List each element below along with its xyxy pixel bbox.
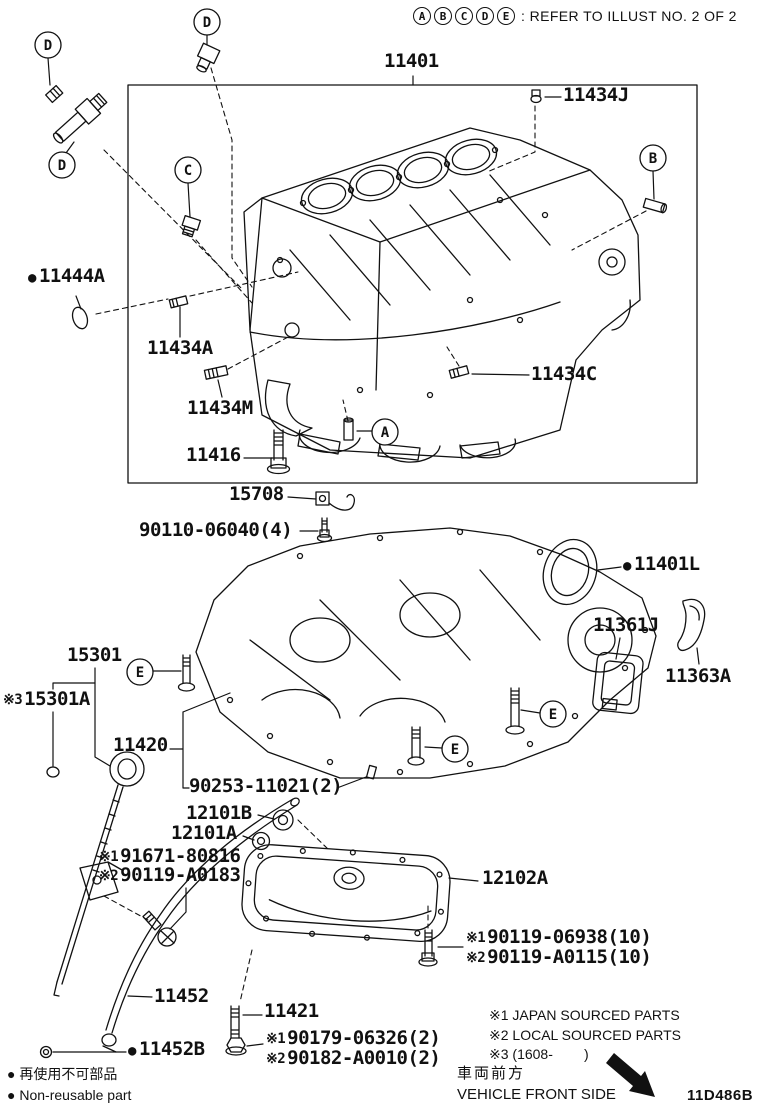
svg-text:D: D xyxy=(44,38,52,54)
part-label-12102A: 12102A xyxy=(482,867,548,889)
engine-sensor-parts xyxy=(45,42,221,238)
leader-lines xyxy=(47,34,700,1053)
bolts xyxy=(142,429,525,1056)
seals-and-grommets xyxy=(39,306,294,1059)
part-label-12101A: 12101A xyxy=(171,822,237,844)
oil-pan-lower-drawing xyxy=(241,844,451,943)
callout-A: A xyxy=(371,418,399,446)
pins-and-studs xyxy=(168,89,668,780)
callout-E: E xyxy=(441,735,469,763)
oil-pan-upper-drawing xyxy=(195,527,657,779)
svg-text:D: D xyxy=(58,158,66,174)
non-reusable-bullet: ● xyxy=(623,558,631,574)
part-label-11434C: 11434C xyxy=(531,363,597,385)
part-label-11434J: 11434J xyxy=(563,84,629,106)
callout-A-legend: A xyxy=(413,7,431,25)
part-label-11420: 11420 xyxy=(113,734,168,756)
part-label-11401L: ●11401L xyxy=(623,553,700,575)
callout-E: E xyxy=(126,658,154,686)
callout-D: D xyxy=(193,8,221,36)
callout-E-legend: E xyxy=(497,7,515,25)
part-label-11444A: ●11444A xyxy=(28,265,105,287)
vehicle-front-arrow-icon xyxy=(606,1053,655,1097)
vehicle-front-label-en: VEHICLE FRONT SIDE xyxy=(457,1086,616,1103)
non-reusable-note-jp: ● 再使用不可部品 xyxy=(7,1066,118,1082)
projection-lines xyxy=(95,67,647,1003)
part-label-11434M: 11434M xyxy=(187,397,253,419)
non-reusable-bullet: ● xyxy=(28,270,36,286)
svg-text:D: D xyxy=(203,15,211,31)
part-label-11452: 11452 xyxy=(154,985,209,1007)
callout-D: D xyxy=(34,31,62,59)
callout-D: D xyxy=(48,151,76,179)
drawing-code: 11D486B xyxy=(687,1087,754,1104)
part-label-90253-11021: 90253-11021(2) xyxy=(189,775,343,797)
dipstick-guide-tube-drawing xyxy=(79,797,300,1053)
svg-text:B: B xyxy=(649,151,657,167)
part-label-11452B: ●11452B xyxy=(128,1038,205,1060)
part-label-11361J: 11361J xyxy=(593,614,659,636)
svg-text:E: E xyxy=(136,665,144,681)
engine-block-drawing xyxy=(243,127,641,463)
callout-D-legend: D xyxy=(476,7,494,25)
part-label-15708: 15708 xyxy=(229,483,284,505)
callout-B-legend: B xyxy=(434,7,452,25)
part-label-11434A: 11434A xyxy=(147,337,213,359)
non-reusable-bullet: ● xyxy=(128,1043,136,1059)
svg-text:E: E xyxy=(451,742,459,758)
stiffener-drawing xyxy=(677,598,706,652)
seal-retainer-drawing xyxy=(592,651,644,715)
svg-text:C: C xyxy=(184,163,192,179)
callout-B: B xyxy=(639,144,667,172)
non-reusable-note-en: ● Non-reusable part xyxy=(7,1087,132,1103)
callout-C: C xyxy=(174,156,202,184)
part-label-90110-06040: 90110-06040(4) xyxy=(139,519,293,541)
part-label-11416: 11416 xyxy=(186,444,241,466)
svg-text:E: E xyxy=(549,707,557,723)
part-label-11401: 11401 xyxy=(384,50,439,72)
rear-oil-seal-drawing xyxy=(542,538,598,606)
svg-text:A: A xyxy=(381,425,390,441)
part-label-12101B: 12101B xyxy=(186,802,252,824)
callout-C-legend: C xyxy=(455,7,473,25)
refer-legend-text: : REFER TO ILLUST NO. 2 OF 2 xyxy=(521,8,737,24)
callout-circles: D D D C B xyxy=(34,8,667,763)
part-label-11363A: 11363A xyxy=(665,665,731,687)
non-reusable-bullet: ● xyxy=(7,1087,16,1103)
dipstick-drawing xyxy=(53,751,145,997)
footnote-local-sourced: ※2 LOCAL SOURCED PARTS xyxy=(489,1027,681,1043)
vehicle-front-label-jp: 車両前方 xyxy=(457,1065,526,1082)
refer-legend: A B C D E : REFER TO ILLUST NO. 2 OF 2 xyxy=(413,7,737,25)
part-label-11421: 11421 xyxy=(264,1000,319,1022)
callout-E: E xyxy=(539,700,567,728)
block-frame-box xyxy=(127,84,698,484)
part-label-15301: 15301 xyxy=(67,644,122,666)
oil-nozzle-drawing xyxy=(315,491,356,511)
footnote-japan-sourced: ※1 JAPAN SOURCED PARTS xyxy=(489,1007,680,1023)
non-reusable-bullet: ● xyxy=(7,1066,16,1082)
footnote-date-range: ※3 (1608- ) xyxy=(489,1046,589,1062)
